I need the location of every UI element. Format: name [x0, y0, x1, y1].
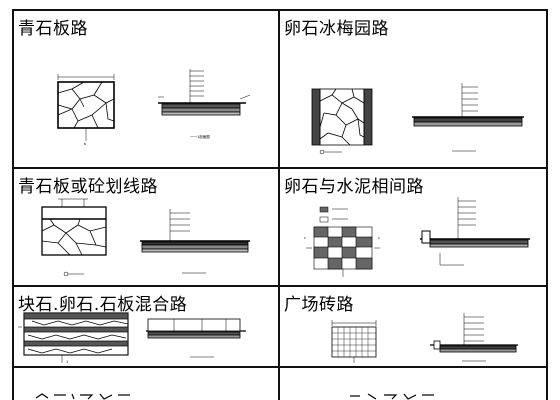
section-view: [158, 69, 251, 116]
panel-bluestone-path: 青石板路 b: [14, 11, 278, 167]
section-view: [430, 313, 518, 362]
panel-pebble-plum-path: 卵石冰梅园路: [280, 11, 546, 167]
section-view: [140, 209, 250, 274]
legend: [319, 206, 348, 223]
panel-title: 广场砖路: [284, 295, 354, 315]
panel-pebble-cement-alternating-path: 卵石与水泥相间路 c: [280, 169, 546, 285]
pebble-plum-path-drawing: [311, 83, 524, 155]
panel-bottom-right-partial: [280, 368, 546, 400]
mark-c-left: c: [304, 236, 306, 240]
panel-title: 卵石与水泥相间路: [284, 177, 424, 197]
plan-view: [18, 312, 129, 363]
panel-title: 青石板或砼划线路: [18, 177, 158, 197]
panel-bottom-left-partial: [14, 368, 278, 400]
row-divider-2: [12, 285, 548, 287]
plan-view: [311, 88, 373, 146]
frame-right: [546, 9, 548, 400]
mark-b: b: [84, 142, 87, 146]
plan-view: [306, 226, 380, 277]
row-divider-3: [12, 366, 548, 368]
panel-slab-or-concrete-path: 青石板或砼划线路: [14, 169, 278, 285]
section-view: [412, 83, 524, 152]
pebble-cement-path-drawing: c c: [304, 197, 530, 277]
mark-1: 1: [66, 360, 68, 364]
frame-left: [12, 9, 14, 400]
frame-top: [12, 9, 548, 11]
panel-title: 卵石冰梅园路: [284, 19, 389, 39]
section-view: [146, 318, 246, 358]
plan-view: [331, 320, 377, 363]
bluestone-path-drawing: b 一一1剖面图: [57, 69, 251, 146]
panel-title: 块石.卵石.石板混合路: [18, 295, 188, 315]
plan-view: [41, 198, 107, 256]
partial-title-strokes: [35, 393, 130, 400]
mark-c-right: c: [378, 236, 380, 240]
plan-view: [57, 74, 115, 141]
partial-title-strokes: [350, 393, 434, 400]
mixed-stone-path-drawing: 1: [18, 312, 246, 364]
slab-path-drawing: [41, 198, 250, 277]
panel-plaza-brick-path: 广场砖路: [280, 287, 546, 366]
frame-center: [278, 9, 280, 400]
panel-title: 青石板路: [18, 19, 88, 39]
section-view: [420, 197, 530, 266]
row-divider-1: [12, 167, 548, 169]
panel-mixed-stone-path: 块石.卵石.石板混合路 1: [14, 287, 278, 366]
plaza-brick-path-drawing: [331, 313, 518, 363]
section-caption: 一一1剖面图: [190, 134, 210, 139]
